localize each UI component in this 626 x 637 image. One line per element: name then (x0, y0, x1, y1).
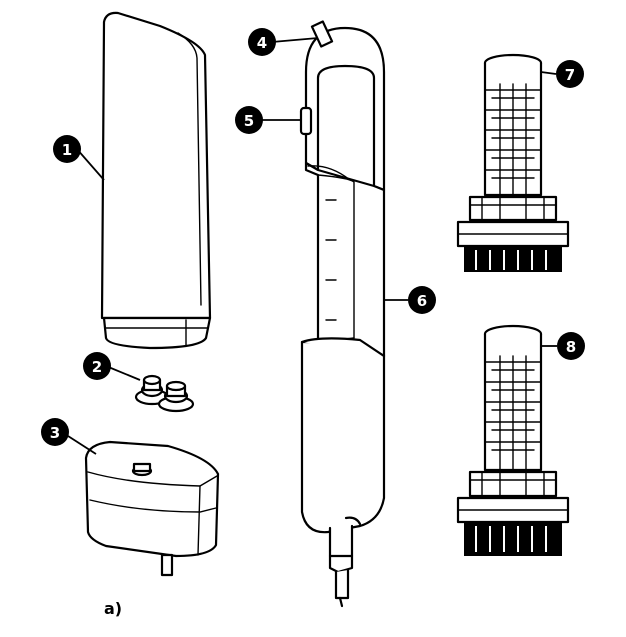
callout-7: 7 (556, 60, 584, 88)
callout-3-label: 3 (50, 424, 60, 442)
callout-2-label: 2 (92, 358, 102, 376)
part-7-filter (456, 53, 570, 272)
callout-6: 6 (408, 286, 436, 314)
part-2-valves (134, 374, 195, 413)
callout-1-label: 1 (62, 141, 72, 159)
callout-4-label: 4 (257, 34, 267, 52)
callout-8: 8 (557, 332, 585, 360)
part-6-body (299, 20, 386, 608)
callout-5: 5 (235, 106, 263, 134)
callout-8-label: 8 (566, 338, 576, 356)
callout-7-label: 7 (565, 66, 575, 84)
part-1-tank (100, 11, 212, 350)
part-3-base (84, 440, 220, 577)
callout-2: 2 (83, 352, 111, 380)
callout-3: 3 (41, 418, 69, 446)
callout-4: 4 (248, 28, 276, 56)
callout-5-label: 5 (244, 112, 254, 130)
part-8-filter (456, 324, 570, 556)
leader-lines (67, 37, 557, 455)
figure-caption: a) (104, 599, 122, 618)
callout-6-label: 6 (417, 292, 427, 310)
callout-1: 1 (53, 135, 81, 163)
